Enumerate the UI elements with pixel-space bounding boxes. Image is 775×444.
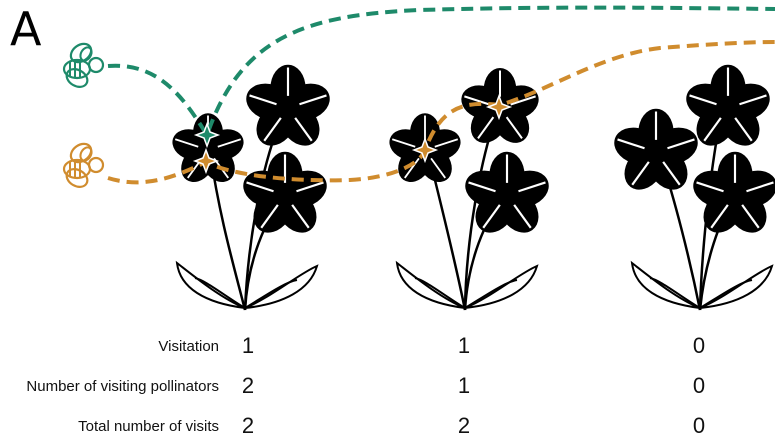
row-label-visitation: Visitation (158, 338, 219, 355)
flower-icon (687, 150, 775, 242)
star-visit-marker-icon (411, 136, 439, 164)
plant-3 (608, 63, 775, 311)
plant-1 (167, 63, 336, 311)
value-pollinators-plant-3: 0 (692, 373, 706, 398)
star-visit-marker-icon (485, 93, 513, 121)
panel-label: A (10, 2, 42, 56)
bee-icon (62, 139, 105, 192)
plant-2 (384, 67, 555, 311)
star-visit-marker-icon (193, 121, 221, 149)
value-pollinators-plant-1: 2 (241, 373, 255, 398)
bee-icon (62, 39, 105, 92)
value-visitation-plant-2: 1 (457, 333, 471, 358)
value-pollinators-plant-2: 1 (457, 373, 471, 398)
pollinator-1-flight-path (107, 5, 775, 140)
flower-icon (608, 107, 704, 199)
value-visits-plant-3: 0 (692, 413, 706, 438)
flower-icon (167, 112, 249, 190)
row-label-visiting-pollinators: Number of visiting pollinators (26, 378, 219, 395)
star-visit-marker-icon (192, 147, 220, 175)
flower-icon (240, 63, 336, 155)
flower-icon (459, 150, 555, 242)
value-visits-plant-1: 2 (241, 413, 255, 438)
value-visitation-plant-1: 1 (241, 333, 255, 358)
value-visits-plant-2: 2 (457, 413, 471, 438)
row-label-total-visits: Total number of visits (78, 418, 219, 435)
value-visitation-plant-3: 0 (692, 333, 706, 358)
